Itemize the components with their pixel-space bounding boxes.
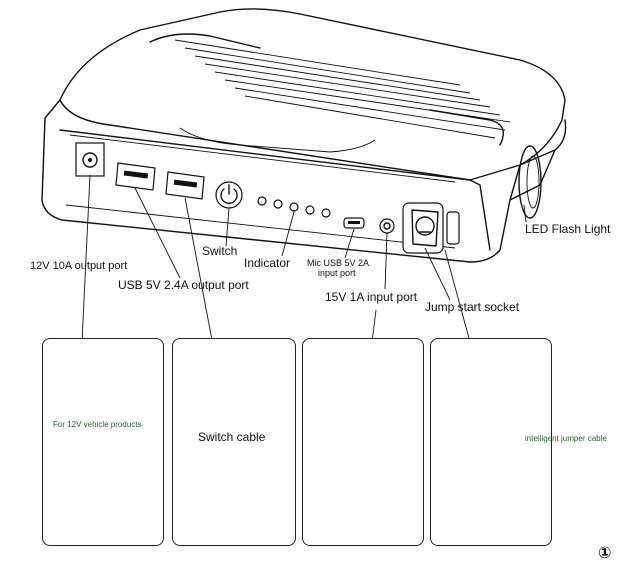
switch-cable-box: [172, 338, 296, 546]
switch-cable-label: Switch cable: [198, 430, 266, 444]
input-15v-label: 15V 1A input port: [325, 290, 418, 304]
input-adapters-box: [302, 338, 424, 546]
switch-label: Switch: [202, 244, 238, 258]
jumper-cable-label: intelligent jumper cable: [525, 434, 607, 443]
led-flash-light-label: LED Flash Light: [525, 222, 611, 236]
mic-usb-label-line1: Mic USB 5V 2A: [307, 258, 370, 268]
mic-usb-label-line2: input port: [318, 268, 356, 278]
leader-lines: [81, 174, 527, 343]
vehicle-products-label: For 12V vehicle products: [53, 420, 142, 429]
jump-start-socket-label: Jump start socket: [425, 300, 520, 314]
indicator-label: Indicator: [244, 256, 291, 270]
usb-output-label: USB 5V 2.4A output port: [118, 278, 249, 292]
output-12v-label: 12V 10A output port: [30, 260, 128, 272]
vehicle-products-box: [42, 338, 164, 546]
jump-starter-device: [41, 8, 567, 263]
jumper-cable-box: [430, 338, 552, 546]
page-number: ①: [598, 545, 612, 562]
